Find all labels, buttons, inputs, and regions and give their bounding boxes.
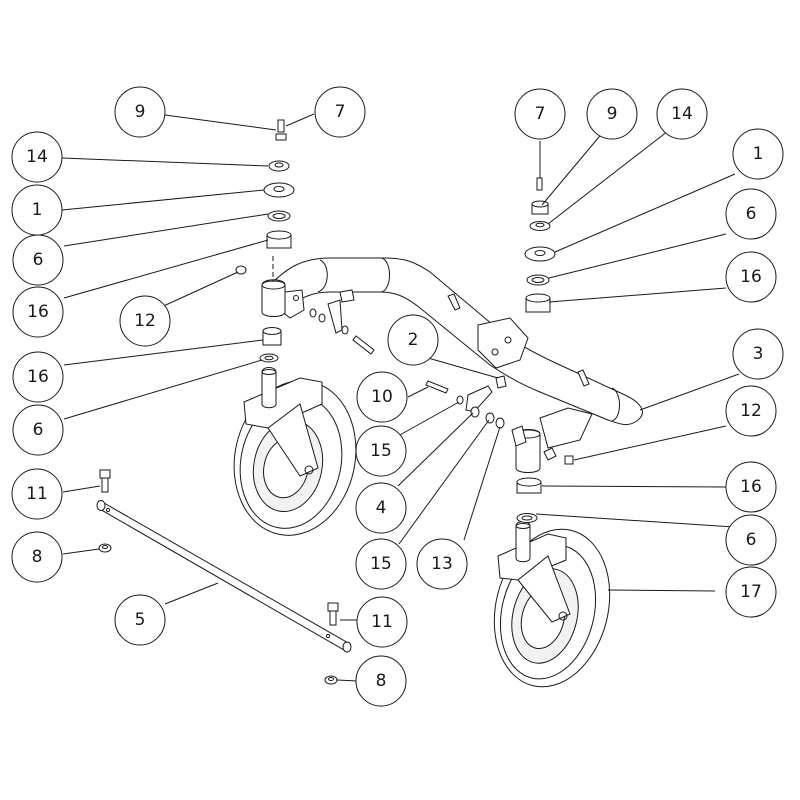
callout-12-left: 12 xyxy=(119,295,171,347)
callout-14-left: 14 xyxy=(11,131,63,183)
callout-label: 1 xyxy=(753,144,764,164)
left-caster-wheel xyxy=(233,367,357,536)
callout-label: 16 xyxy=(740,477,762,497)
callout-11-center: 11 xyxy=(356,596,408,648)
center-hardware xyxy=(309,289,507,429)
callout-label: 3 xyxy=(753,344,764,364)
callout-6-right-bottom: 6 xyxy=(725,514,777,566)
callout-label: 6 xyxy=(746,530,757,550)
callout-9-left: 9 xyxy=(114,86,166,138)
left-upper-stack xyxy=(235,119,295,363)
callout-label: 17 xyxy=(740,582,762,602)
callout-label: 7 xyxy=(535,104,546,124)
callout-8-center: 8 xyxy=(355,655,407,707)
callout-label: 6 xyxy=(746,204,757,224)
callout-5: 5 xyxy=(114,594,166,646)
callout-6-left-top: 6 xyxy=(12,234,64,286)
callout-16-right-top: 16 xyxy=(725,251,777,303)
callout-label: 10 xyxy=(371,387,393,407)
right-upper-stack xyxy=(516,177,574,523)
frame-tube xyxy=(261,257,643,473)
callout-label: 11 xyxy=(371,612,393,632)
callout-7-left: 7 xyxy=(314,86,366,138)
callout-1-left: 1 xyxy=(11,184,63,236)
callout-label: 8 xyxy=(376,671,387,691)
callout-label: 6 xyxy=(33,420,44,440)
callout-label: 12 xyxy=(740,401,762,421)
callout-15-upper: 15 xyxy=(355,425,407,477)
callout-10: 10 xyxy=(356,371,408,423)
callout-17: 17 xyxy=(725,566,777,618)
callout-label: 11 xyxy=(26,484,48,504)
callout-label: 9 xyxy=(607,104,618,124)
callout-3: 3 xyxy=(732,328,784,380)
callout-16-left-top: 16 xyxy=(12,286,64,338)
callout-label: 14 xyxy=(26,147,48,167)
callout-6-left-bottom: 6 xyxy=(12,404,64,456)
callout-label: 12 xyxy=(134,311,156,331)
callout-label: 16 xyxy=(740,267,762,287)
callout-7-right: 7 xyxy=(514,88,566,140)
callout-11-left: 11 xyxy=(11,468,63,520)
callout-label: 5 xyxy=(135,610,146,630)
callout-4: 4 xyxy=(355,482,407,534)
callout-label: 15 xyxy=(370,554,392,574)
callout-label: 7 xyxy=(335,102,346,122)
callout-label: 8 xyxy=(32,547,43,567)
axle-bar xyxy=(96,469,352,685)
callout-12-right: 12 xyxy=(725,385,777,437)
callout-label: 4 xyxy=(376,498,387,518)
callout-6-right-top: 6 xyxy=(725,188,777,240)
callout-label: 16 xyxy=(27,367,49,387)
callout-label: 2 xyxy=(408,330,419,350)
right-caster-wheel xyxy=(493,521,611,688)
callout-15-lower: 15 xyxy=(355,538,407,590)
leader-lines xyxy=(61,113,740,682)
callout-13: 13 xyxy=(416,538,468,590)
callout-label: 6 xyxy=(33,250,44,270)
callout-14-right: 14 xyxy=(656,88,708,140)
callout-label: 9 xyxy=(135,102,146,122)
callout-label: 13 xyxy=(431,554,453,574)
callout-label: 15 xyxy=(370,441,392,461)
callout-8-left: 8 xyxy=(11,531,63,583)
callout-16-right-bottom: 16 xyxy=(725,461,777,513)
callout-16-left-bottom: 16 xyxy=(12,351,64,403)
callout-2: 2 xyxy=(387,314,439,366)
callout-label: 14 xyxy=(671,104,693,124)
callout-1-right: 1 xyxy=(732,128,784,180)
callout-9-right: 9 xyxy=(586,88,638,140)
callout-label: 16 xyxy=(27,302,49,322)
callout-label: 1 xyxy=(32,200,43,220)
